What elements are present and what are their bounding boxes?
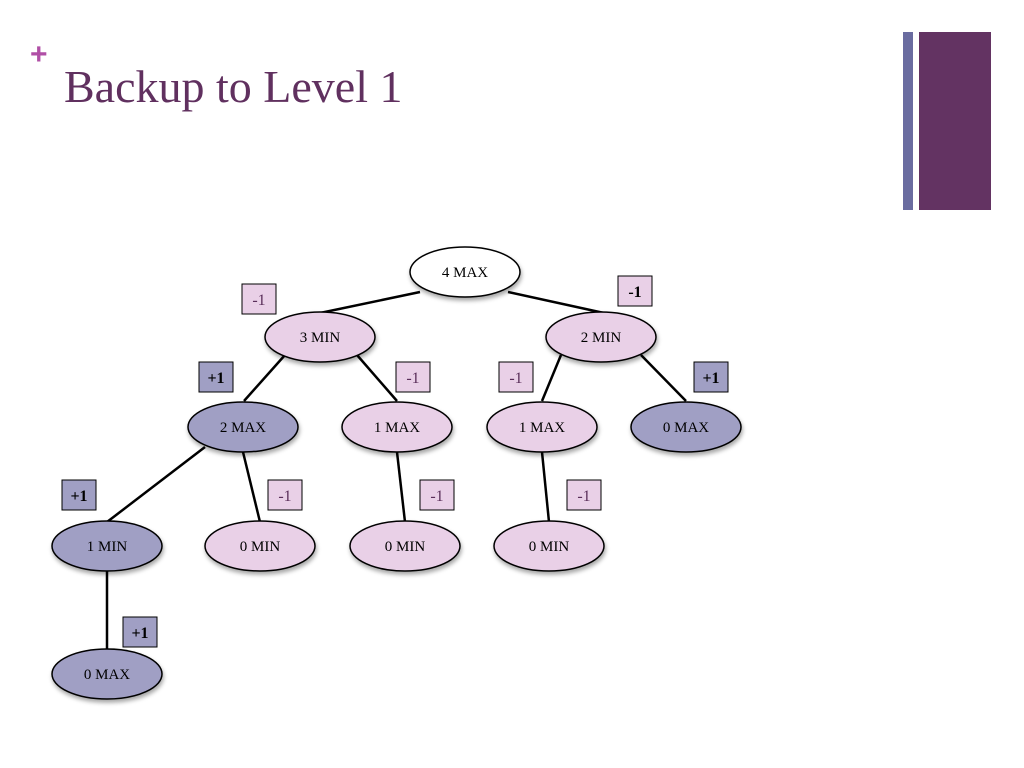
tree-node-label: 1 MIN — [87, 539, 128, 555]
tree-node-label: 0 MIN — [240, 539, 281, 555]
score-value: -1 — [252, 292, 265, 309]
score-value: +1 — [702, 370, 719, 387]
tree-node-label: 3 MIN — [300, 330, 341, 346]
score-box-n5: -1 — [498, 361, 534, 393]
score-box-rect — [419, 479, 455, 511]
score-box-n3: +1 — [198, 361, 234, 393]
score-box-n11: +1 — [122, 616, 158, 648]
score-value: +1 — [70, 488, 87, 505]
tree-node-n8: 0 MIN — [204, 520, 316, 572]
score-box-rect — [395, 361, 431, 393]
score-value: -1 — [577, 488, 590, 505]
tree-node-ellipse — [349, 520, 461, 572]
score-box-n8: -1 — [267, 479, 303, 511]
score-box-n6: +1 — [693, 361, 729, 393]
slide-bullet-plus: + — [30, 38, 48, 71]
tree-node-n9: 0 MIN — [349, 520, 461, 572]
accent-bar-wide — [919, 32, 991, 210]
score-value: -1 — [430, 488, 443, 505]
score-value: +1 — [207, 370, 224, 387]
tree-node-label: 4 MAX — [442, 265, 488, 281]
tree-node-label: 0 MIN — [529, 539, 570, 555]
score-box-n1: -1 — [241, 283, 277, 315]
tree-node-label: 0 MAX — [663, 420, 709, 436]
tree-node-label: 2 MAX — [220, 420, 266, 436]
tree-edge-n0-n2 — [507, 290, 605, 315]
tree-edge-n2-n5 — [540, 354, 563, 402]
score-value: -1 — [278, 488, 291, 505]
tree-edge-n2-n6 — [640, 354, 687, 402]
tree-node-n7: 1 MIN — [51, 520, 163, 572]
tree-node-ellipse — [51, 648, 163, 700]
score-box-rect — [122, 616, 158, 648]
score-box-rect — [693, 361, 729, 393]
tree-nodes: 4 MAX 3 MIN 2 MIN 2 MAX 1 MAX 1 MAX 0 MAX 1 MIN… — [51, 246, 742, 700]
tree-node-n11: 0 MAX — [51, 648, 163, 700]
slide-title: Backup to Level 1 — [64, 61, 403, 112]
tree-node-label: 0 MIN — [385, 539, 426, 555]
tree-node-n4: 1 MAX — [341, 401, 453, 453]
score-box-rect — [198, 361, 234, 393]
score-box-rect — [498, 361, 534, 393]
score-box-n10: -1 — [566, 479, 602, 511]
accent-bar-thin — [903, 32, 913, 210]
tree-node-ellipse — [493, 520, 605, 572]
score-box-rect — [267, 479, 303, 511]
tree-node-label: 1 MAX — [519, 420, 565, 436]
tree-edge-n4-n9 — [395, 451, 407, 523]
score-box-n4: -1 — [395, 361, 431, 393]
score-value: -1 — [509, 370, 522, 387]
score-value: +1 — [131, 625, 148, 642]
tree-scores: -1 -1 +1 -1 -1 +1 +1 -1 -1 -1 +1 — [61, 275, 729, 648]
score-box-rect — [241, 283, 277, 315]
tree-node-label: 2 MIN — [581, 330, 622, 346]
tree-node-ellipse — [630, 401, 742, 453]
tree-edge-n3-n7 — [106, 446, 206, 523]
tree-node-ellipse — [187, 401, 299, 453]
tree-node-n2: 2 MIN — [545, 311, 657, 363]
tree-node-n10: 0 MIN — [493, 520, 605, 572]
tree-node-ellipse — [409, 246, 521, 298]
tree-node-ellipse — [486, 401, 598, 453]
score-value: -1 — [628, 284, 641, 301]
tree-node-n0: 4 MAX — [409, 246, 521, 298]
tree-node-ellipse — [341, 401, 453, 453]
score-box-n9: -1 — [419, 479, 455, 511]
tree-node-label: 1 MAX — [374, 420, 420, 436]
score-box-n7: +1 — [61, 479, 97, 511]
tree-node-ellipse — [545, 311, 657, 363]
tree-edge-n1-n4 — [356, 354, 398, 402]
tree-node-n3: 2 MAX — [187, 401, 299, 453]
score-value: -1 — [406, 370, 419, 387]
tree-node-ellipse — [204, 520, 316, 572]
tree-edge-n3-n8 — [241, 451, 262, 523]
score-box-rect — [566, 479, 602, 511]
score-box-n2: -1 — [617, 275, 653, 307]
score-box-rect — [61, 479, 97, 511]
tree-node-n6: 0 MAX — [630, 401, 742, 453]
tree-edge-n0-n1 — [319, 290, 421, 315]
tree-node-ellipse — [264, 311, 376, 363]
tree-node-n5: 1 MAX — [486, 401, 598, 453]
tree-edges — [105, 290, 687, 650]
score-box-rect — [617, 275, 653, 307]
tree-node-ellipse — [51, 520, 163, 572]
tree-node-label: 0 MAX — [84, 667, 130, 683]
tree-node-n1: 3 MIN — [264, 311, 376, 363]
tree-edge-n5-n10 — [540, 451, 551, 523]
tree-edge-n1-n3 — [243, 354, 286, 402]
